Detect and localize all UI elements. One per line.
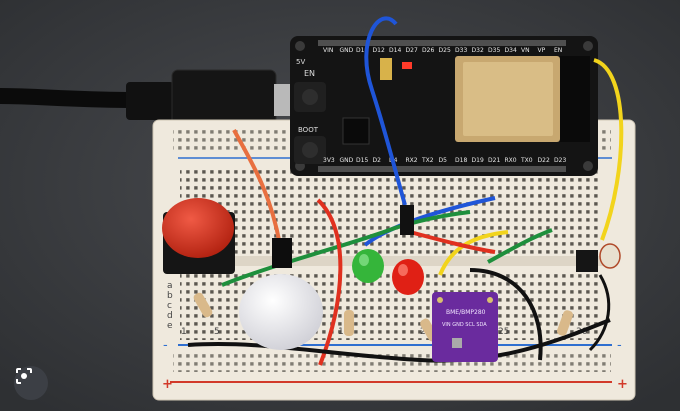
esp32-pin-label: D33 bbox=[455, 47, 467, 54]
led-red bbox=[392, 259, 424, 295]
bb-letter-a: a bbox=[167, 281, 173, 291]
esp32-pin-label: D12 bbox=[373, 47, 385, 54]
pir-sensor bbox=[239, 238, 323, 350]
bb-row-letters: a b c d e bbox=[167, 281, 173, 331]
usb-uart-chip bbox=[342, 117, 370, 145]
bme280-label: BME/BMP280 bbox=[446, 309, 486, 316]
esp32-pin-label: D18 bbox=[455, 157, 467, 164]
wire-green-2 bbox=[487, 228, 553, 264]
esp32-pin-label: D13 bbox=[356, 47, 368, 54]
bb-plus-label: + bbox=[162, 377, 173, 392]
esp32-pin-label: RX0 bbox=[505, 157, 517, 164]
5v-label: 5V bbox=[296, 58, 305, 66]
photoresistor bbox=[576, 243, 621, 272]
esp32-pin-label: D34 bbox=[505, 47, 517, 54]
esp32-pin-label: D19 bbox=[472, 157, 484, 164]
wire-black-2 bbox=[469, 268, 543, 361]
google-lens-icon[interactable] bbox=[14, 366, 48, 400]
lens-glyph bbox=[16, 368, 32, 384]
esp32-pin-label: D27 bbox=[406, 47, 418, 54]
bme280-pins: VIN GND SCL SDA bbox=[442, 322, 487, 328]
bb-num: 1 bbox=[181, 327, 187, 337]
esp32-pin-label: D22 bbox=[538, 157, 550, 164]
usb-metal bbox=[274, 84, 294, 116]
esp32-pin-label: VIN bbox=[323, 47, 333, 54]
wire-black bbox=[187, 318, 611, 363]
esp32-pin-label: D15 bbox=[356, 157, 368, 164]
esp32-pin-label: VN bbox=[521, 47, 530, 54]
esp32-pin-label: 3V3 bbox=[323, 157, 335, 164]
bb-letter-c: c bbox=[167, 301, 172, 311]
esp32-pin-label: D26 bbox=[422, 47, 434, 54]
esp32-pin-label: D14 bbox=[389, 47, 401, 54]
bb-num: 15 bbox=[338, 327, 349, 337]
bb-plus-label-right: + bbox=[617, 377, 628, 392]
esp32-pin-label: EN bbox=[554, 47, 562, 54]
bb-minus-label-right: - bbox=[617, 338, 622, 353]
usb-cable bbox=[0, 88, 148, 108]
esp32-board: EN BOOT 5V bbox=[290, 36, 598, 176]
wire-connector bbox=[400, 205, 414, 235]
wire-green bbox=[221, 210, 471, 287]
en-label: EN bbox=[304, 69, 315, 78]
esp32-pin-label: D23 bbox=[554, 157, 566, 164]
esp32-pin-label: GND bbox=[340, 157, 354, 164]
bme280-sensor bbox=[432, 292, 498, 362]
esp32-pin-label: TX0 bbox=[520, 157, 533, 164]
esp32-pin-label: D21 bbox=[488, 157, 500, 164]
wire-yellow-long bbox=[593, 58, 624, 241]
wire-red bbox=[316, 198, 343, 366]
esp32-pin-label: D5 bbox=[439, 157, 448, 164]
esp32-pin-label: D32 bbox=[472, 47, 484, 54]
esp32-pin-label: TX2 bbox=[421, 157, 434, 164]
wire-blue-2 bbox=[363, 196, 496, 247]
bb-letter-d: d bbox=[167, 311, 173, 321]
bb-num: 5 bbox=[214, 327, 220, 337]
bb-letter-b: b bbox=[167, 291, 173, 301]
wire-black-3 bbox=[588, 274, 611, 352]
pcb-antenna bbox=[560, 56, 590, 142]
wire-red-2 bbox=[409, 230, 496, 254]
usb-strain-relief bbox=[126, 82, 174, 120]
led-green bbox=[352, 249, 384, 283]
wire-blue bbox=[364, 16, 407, 206]
esp32-pin-label: D35 bbox=[488, 47, 500, 54]
esp32-pin-label: RX2 bbox=[406, 157, 418, 164]
push-button bbox=[162, 198, 235, 274]
esp32-pin-label: VP bbox=[538, 47, 546, 54]
wire-orange bbox=[232, 129, 282, 246]
boot-label: BOOT bbox=[298, 126, 319, 134]
esp32-pin-label: D25 bbox=[439, 47, 451, 54]
esp32-pin-label: D2 bbox=[373, 157, 382, 164]
esp32-pin-label: GND bbox=[340, 47, 354, 54]
bb-minus-label: - bbox=[163, 338, 168, 353]
bb-num: 25 bbox=[498, 327, 509, 337]
bb-letter-e: e bbox=[167, 321, 173, 331]
